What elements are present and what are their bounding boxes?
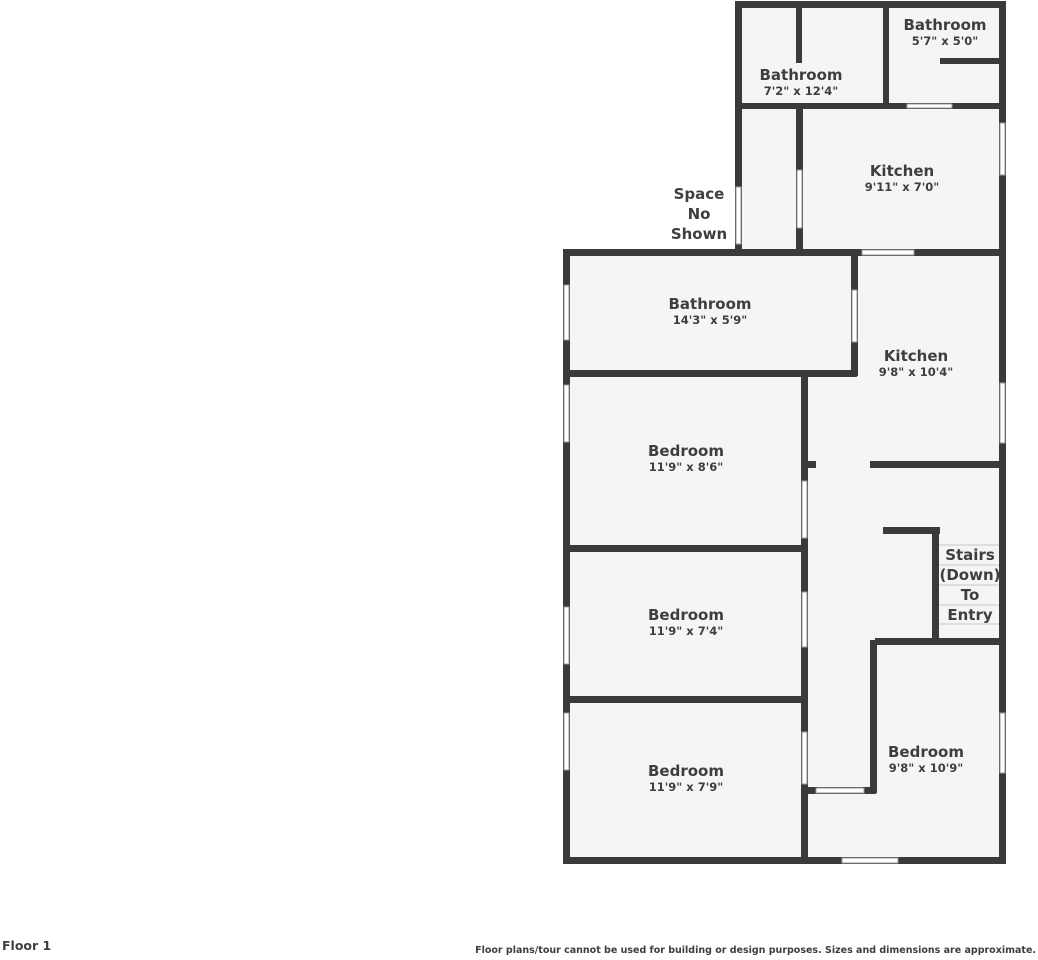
room-bathroom-top-right: Bathroom 5'7" x 5'0" [895, 16, 995, 49]
room-dimensions: 14'3" x 5'9" [672, 313, 748, 327]
space-not-shown-label: Space No Shown [670, 185, 728, 243]
room-kitchen-upper: Kitchen 9'11" x 7'0" [852, 162, 952, 195]
room-bedroom-3: Bedroom 11'9" x 7'9" [631, 762, 741, 795]
room-dimensions: 11'9" x 7'9" [648, 780, 724, 794]
floor-area [567, 6, 1003, 860]
room-name: Kitchen [883, 347, 949, 365]
room-dimensions: 9'11" x 7'0" [864, 180, 940, 194]
room-dimensions: 7'2" x 12'4" [763, 84, 839, 98]
room-dimensions: 11'9" x 8'6" [648, 460, 724, 474]
room-name: Bedroom [648, 606, 724, 624]
disclaimer: Floor plans/tour cannot be used for buil… [475, 945, 1036, 956]
room-dimensions: 9'8" x 10'9" [888, 761, 964, 775]
windows [563, 103, 1006, 864]
room-name: Bathroom [668, 295, 752, 313]
room-dimensions: 5'7" x 5'0" [911, 34, 979, 48]
room-name: Bathroom [759, 66, 843, 84]
room-name: Bedroom [888, 743, 964, 761]
room-bedroom-4: Bedroom 9'8" x 10'9" [876, 743, 976, 776]
floor-label: Floor 1 [2, 938, 52, 953]
room-bathroom-upper: Bathroom 7'2" x 12'4" [746, 66, 856, 99]
room-bedroom-1: Bedroom 11'9" x 8'6" [631, 442, 741, 475]
room-kitchen-main: Kitchen 9'8" x 10'4" [866, 347, 966, 380]
room-name: Bedroom [648, 762, 724, 780]
room-dimensions: 9'8" x 10'4" [878, 365, 954, 379]
room-name: Bathroom [903, 16, 987, 34]
stairs-treads [939, 544, 999, 625]
room-bedroom-2: Bedroom 11'9" x 7'4" [631, 606, 741, 639]
room-name: Kitchen [869, 162, 935, 180]
stairs-label: Stairs (Down) To Entry [939, 546, 1001, 624]
room-bathroom-main: Bathroom 14'3" x 5'9" [650, 295, 770, 328]
room-dimensions: 11'9" x 7'4" [648, 624, 724, 638]
room-name: Bedroom [648, 442, 724, 460]
